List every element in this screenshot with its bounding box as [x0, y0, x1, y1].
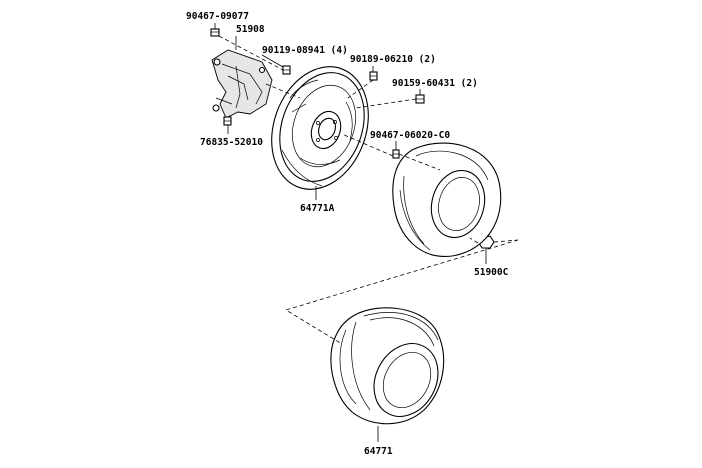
label-76835-52010: 76835-52010	[200, 137, 263, 148]
bolt-90467-06020-c0	[392, 149, 400, 159]
label-90119-08941: 90119-08941 (4)	[262, 45, 348, 56]
label-90189-06210: 90189-06210 (2)	[350, 54, 436, 65]
nut-90467-09077	[210, 28, 220, 37]
label-90467-06020-c0: 90467-06020-C0	[370, 130, 450, 141]
label-51908: 51908	[236, 24, 265, 35]
label-90467-09077: 90467-09077	[186, 11, 249, 22]
nut-90159-60431	[415, 94, 425, 104]
carrier-bracket	[211, 49, 273, 119]
spare-wheel-disc	[271, 66, 369, 190]
tire-upper	[392, 142, 502, 257]
leader-lines	[214, 23, 519, 442]
label-90159-60431: 90159-60431 (2)	[392, 78, 478, 89]
label-51900C: 51900C	[474, 267, 509, 278]
bolt-90189-06210	[369, 71, 378, 81]
label-64771: 64771	[364, 446, 393, 457]
tire-lower	[330, 307, 445, 425]
bolt-90119-08941	[282, 65, 291, 75]
clip-76835-52010	[223, 116, 232, 126]
label-64771A: 64771A	[300, 203, 335, 214]
